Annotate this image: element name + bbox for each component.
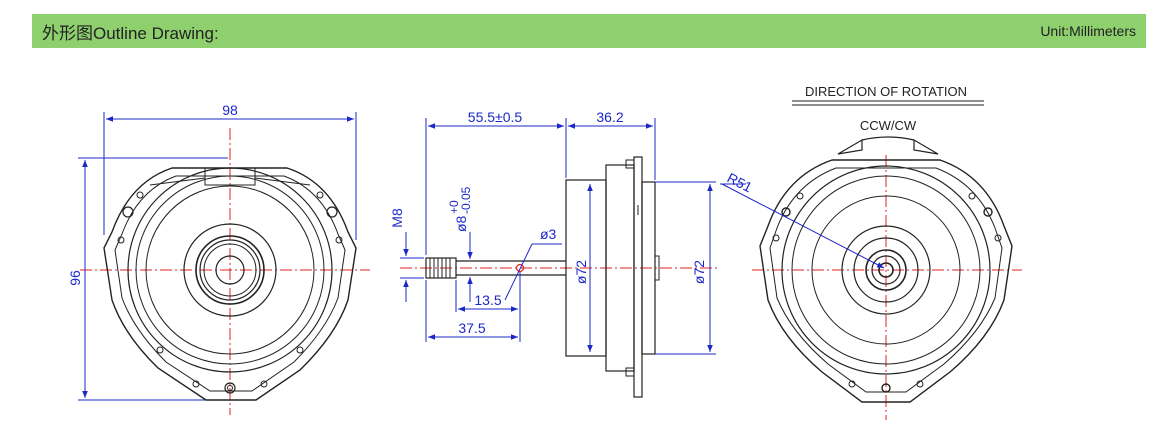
dim-length-label: 55.5±0.5 — [468, 109, 523, 125]
dim-width-label: 98 — [222, 102, 238, 118]
shaft-diameter-label: ø8 +0 -0.05 — [447, 186, 473, 232]
svg-text:ø8: ø8 — [453, 215, 469, 232]
ccw-arrowhead — [837, 138, 863, 155]
rear-housing-outline — [759, 159, 1013, 403]
body-diameter-label: ø72 — [573, 260, 589, 284]
radius-leader — [721, 183, 885, 269]
front-circle-outer — [127, 167, 333, 373]
header-bar: 外形图Outline Drawing: Unit:Millimeters — [32, 14, 1146, 48]
unit-label: Unit:Millimeters — [1040, 23, 1136, 39]
dim-body-label: 36.2 — [596, 109, 623, 125]
rotation-label: CCW/CW — [860, 118, 917, 133]
front-top-notch — [204, 168, 256, 186]
mount-hole — [122, 206, 134, 218]
side-view: 55.5±0.5 36.2 M8 ø8 +0 -0.05 ø3 13.5 — [389, 109, 718, 398]
rear-view: DIRECTION OF ROTATION CCW/CW — [720, 84, 1022, 420]
rotation-arrow — [861, 136, 915, 141]
shaft-length-label: 37.5 — [458, 320, 485, 336]
flange-diameter-label: ø72 — [691, 260, 707, 284]
direction-title: DIRECTION OF ROTATION — [805, 84, 967, 99]
mount-hole — [326, 206, 338, 218]
svg-text:+0: +0 — [447, 200, 461, 214]
front-housing-outline — [103, 167, 357, 401]
hole-position-label: 13.5 — [474, 292, 501, 308]
thread-section — [425, 257, 457, 279]
front-housing-inner — [114, 175, 346, 392]
page-title: 外形图Outline Drawing: — [42, 23, 219, 43]
mount-hole — [224, 382, 236, 394]
cw-arrowhead — [913, 138, 939, 155]
thread-label: M8 — [389, 208, 405, 228]
dim-height-label: 96 — [67, 270, 83, 286]
radius-label: R51 — [725, 169, 755, 195]
hole-diameter-label: ø3 — [540, 226, 557, 242]
svg-text:-0.05: -0.05 — [459, 186, 473, 214]
shaft-hole — [515, 263, 525, 273]
front-view: 98 96 — [67, 102, 370, 415]
